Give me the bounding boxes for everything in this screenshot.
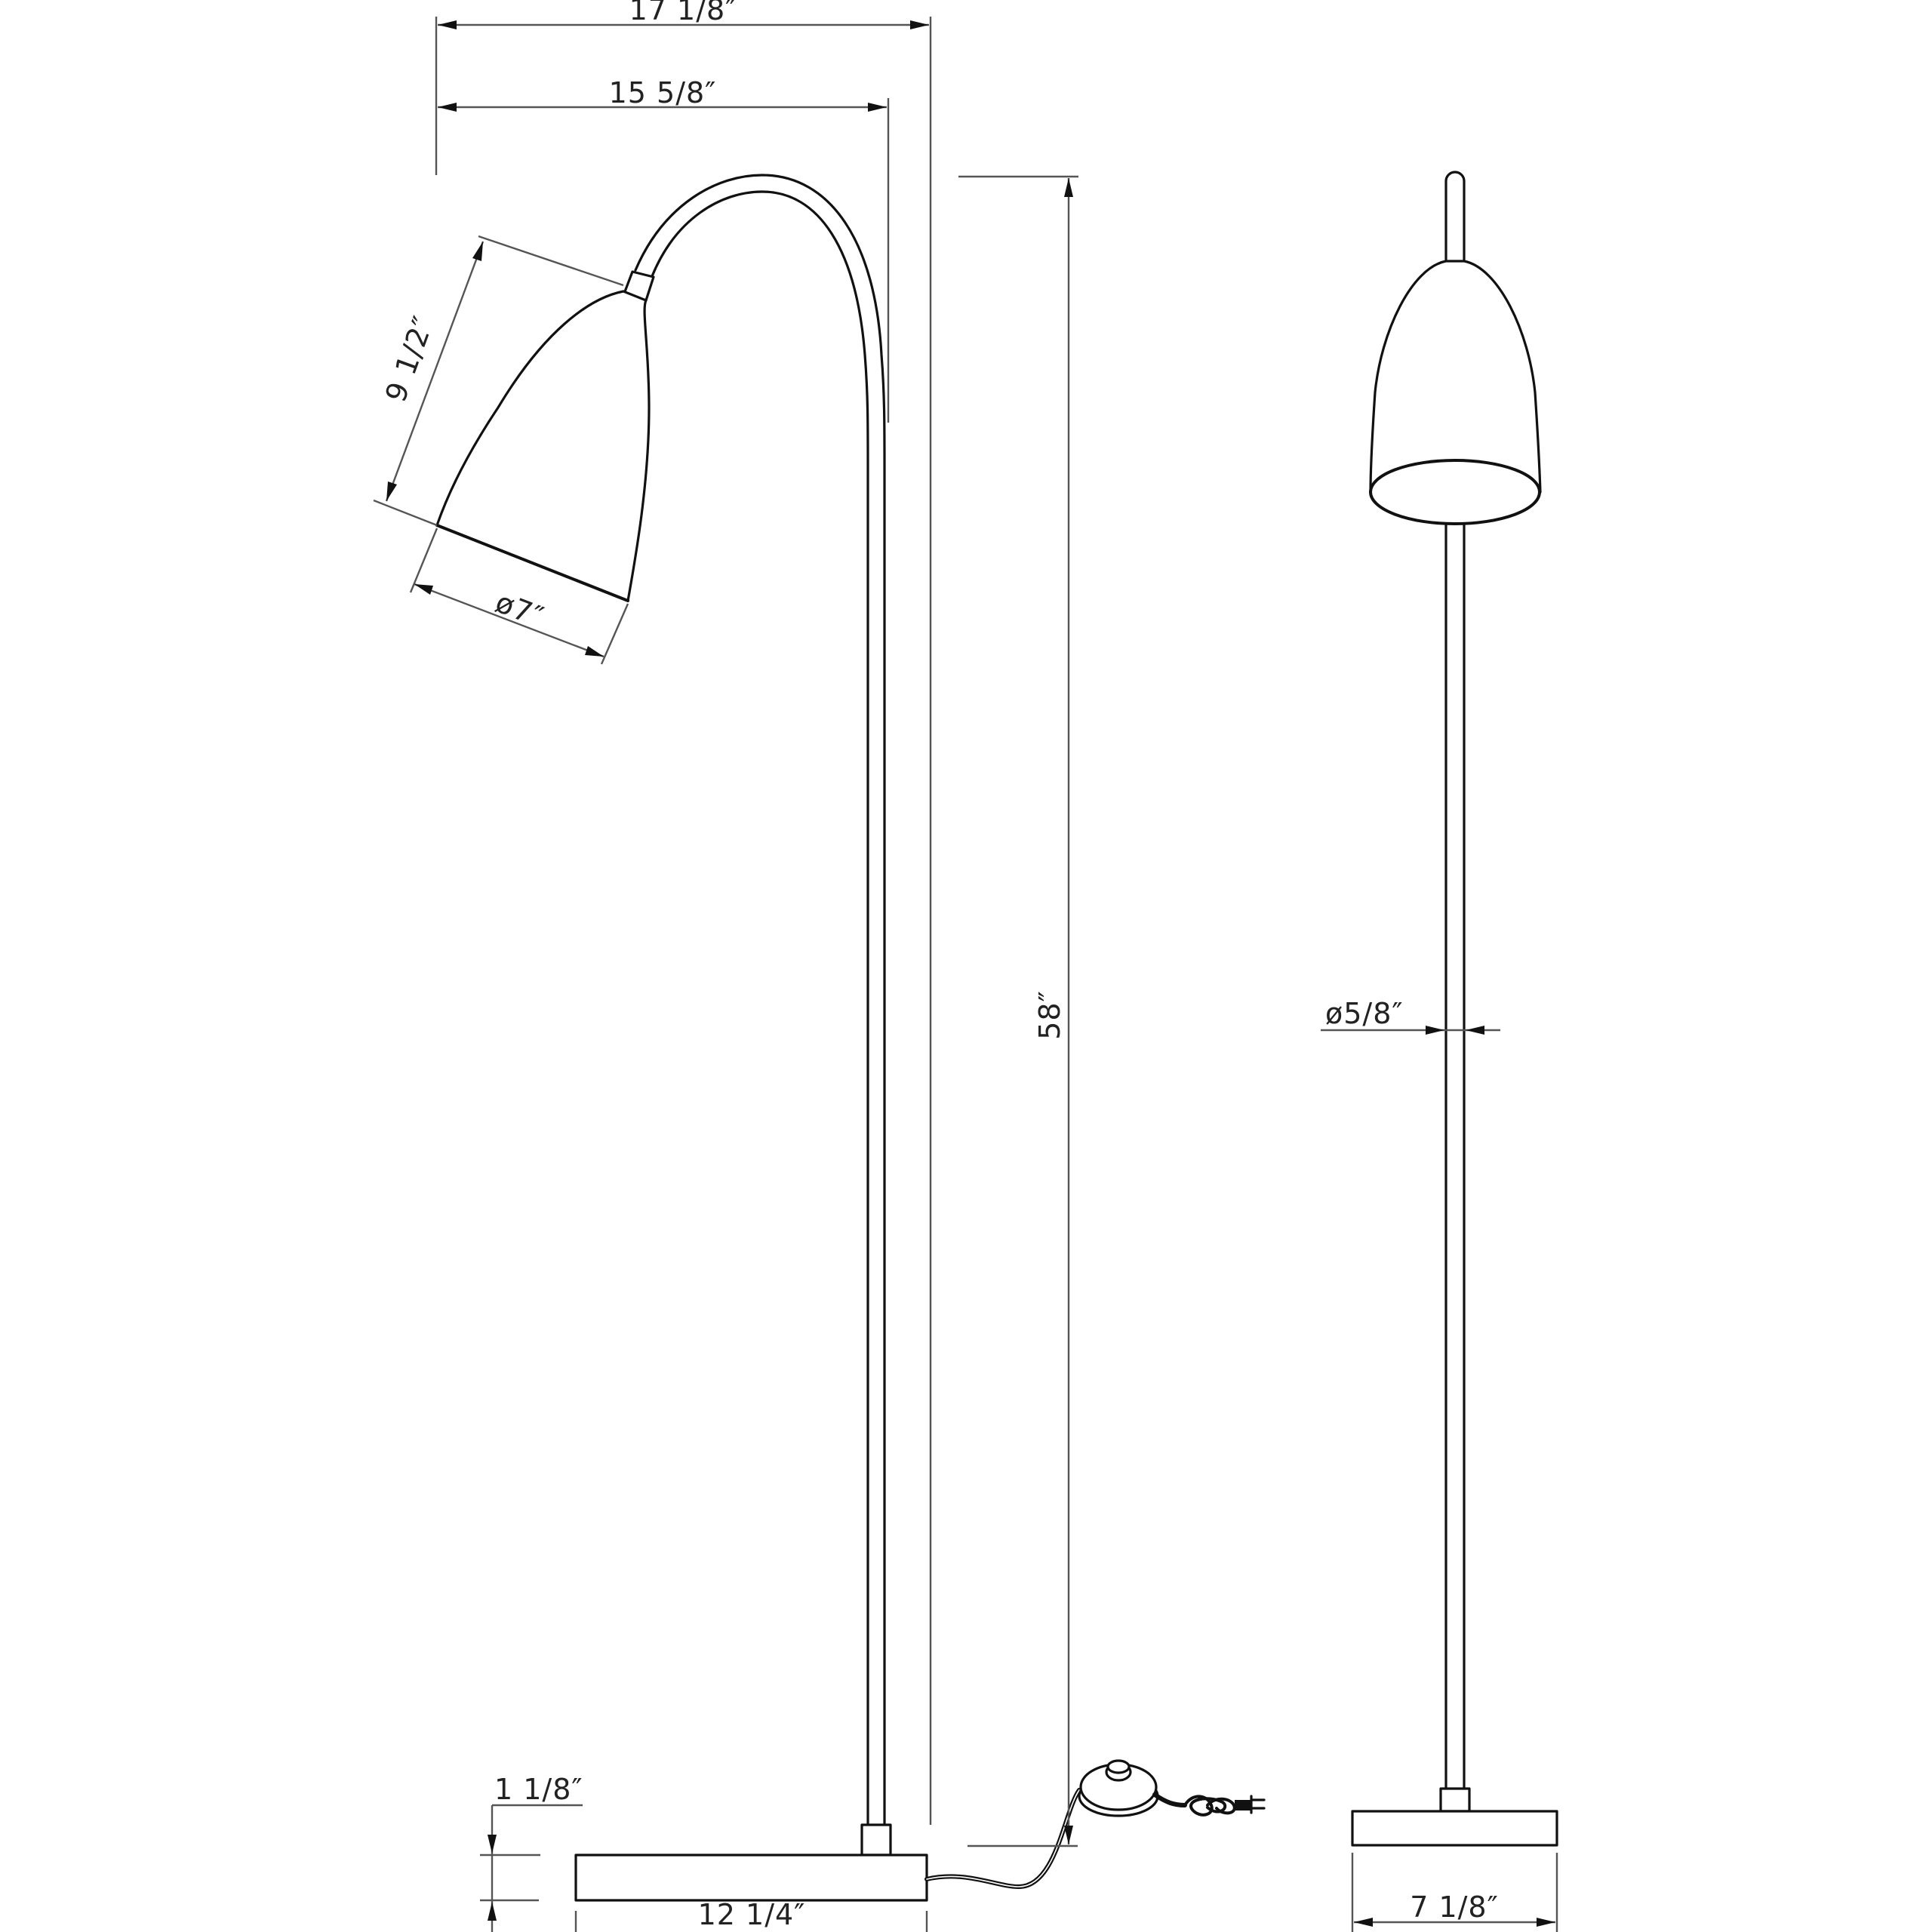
shade (435, 290, 651, 602)
front-pole-collar (1439, 1787, 1471, 1813)
base-width-label: 12 1/4″ (698, 1898, 806, 1931)
overall-width-label: 17 1/8″ (629, 0, 737, 26)
shade-length-label: 9 1/2″ (379, 312, 441, 407)
gooseneck-arm-inner (651, 190, 869, 1826)
plug-cord (1152, 1792, 1187, 1807)
plug-icon (1235, 1795, 1266, 1814)
shade-diameter-line (414, 583, 605, 658)
pole-collar (860, 1823, 892, 1857)
front-view (1351, 171, 1558, 1847)
power-cord (924, 1788, 1081, 1890)
shade-length-line (385, 241, 485, 502)
cord-coil (1183, 1795, 1236, 1817)
base-height-label: 1 1/8″ (494, 1773, 583, 1806)
gooseneck-arm-outer (634, 174, 886, 1826)
base-depth-label: 7 1/8″ (1410, 1890, 1499, 1924)
side-view (435, 174, 1266, 1902)
side-view-dimensions: 17 1/8″ 15 5/8″ 9 1/2″ ø7″ 58″ (373, 0, 1078, 1932)
arm-top (1444, 171, 1466, 263)
arm-reach-label: 15 5/8″ (609, 76, 717, 109)
foot-switch (1078, 1759, 1159, 1817)
front-view-dimensions: ø5/8″ 7 1/8″ (1321, 997, 1558, 1932)
power-cord-highlight (926, 1789, 1080, 1887)
shade-opening (1369, 459, 1541, 525)
base (574, 1854, 928, 1902)
overall-height-label: 58″ (1033, 990, 1066, 1040)
shade-rim (435, 524, 629, 602)
pole-diameter-label: ø5/8″ (1325, 997, 1404, 1030)
shade-diameter-label: ø7″ (491, 586, 549, 634)
front-base (1351, 1810, 1558, 1847)
front-shade (1369, 260, 1542, 494)
